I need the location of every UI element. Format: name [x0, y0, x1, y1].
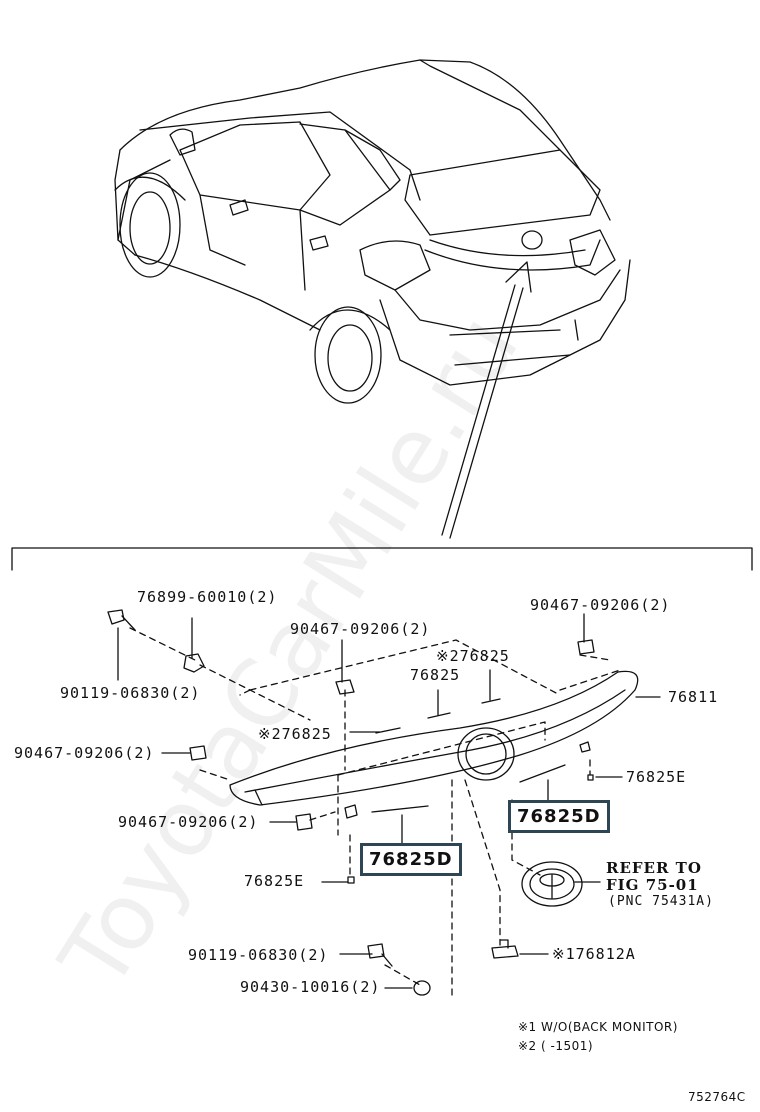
- nut-90467-left: [189, 745, 207, 761]
- tapes-76825: [371, 698, 566, 813]
- label-90119-06830-top: 90119-06830(2): [60, 684, 201, 702]
- label-90430-10016: 90430-10016(2): [240, 978, 381, 996]
- nut-90467-right: [577, 639, 595, 655]
- pointer-arrow: [441, 261, 532, 539]
- detail-frame: [11, 547, 753, 571]
- clip-76825E: [347, 774, 594, 884]
- label-76825-x2-top: ※276825: [436, 647, 510, 665]
- callout-lines: [117, 613, 661, 989]
- label-76825-x2-left: ※276825: [258, 725, 332, 743]
- fig-reference: FIG 75-01: [606, 876, 699, 894]
- nut-90467-low: [295, 813, 313, 831]
- dashed-guides: [129, 627, 621, 1001]
- screw-90119-top: [107, 609, 136, 631]
- refer-to-text: REFER TO: [606, 859, 702, 877]
- label-76825D-right: 76825D: [508, 800, 610, 833]
- label-76899-60010: 76899-60010(2): [137, 588, 278, 606]
- clip-76899: [183, 653, 205, 673]
- footnote-2: ※2 ( -1501): [518, 1039, 594, 1053]
- label-76825E-right: 76825E: [626, 768, 687, 786]
- screw-90119-bottom: [367, 943, 393, 967]
- toyota-emblem: [521, 861, 583, 907]
- pnc-reference: (PNC 75431A): [608, 894, 714, 909]
- label-76825: 76825: [410, 666, 461, 684]
- label-90119-06830-bottom: 90119-06830(2): [188, 946, 329, 964]
- label-76812A: ※176812A: [552, 945, 636, 963]
- car-illustration: [114, 59, 631, 404]
- bracket-76812A: [491, 939, 519, 959]
- footnote-1: ※1 W/O(BACK MONITOR): [518, 1020, 678, 1034]
- label-90467-09206-low: 90467-09206(2): [118, 813, 259, 831]
- washer-90430: [413, 980, 431, 996]
- nut-90467-mid: [335, 679, 355, 695]
- diagram-code: 752764C: [688, 1090, 746, 1104]
- label-76811: 76811: [668, 688, 719, 706]
- label-76825E-left: 76825E: [244, 872, 305, 890]
- label-76825D-left: 76825D: [360, 843, 462, 876]
- label-90467-09206-mid: 90467-09206(2): [290, 620, 431, 638]
- garnish-part: [229, 670, 639, 819]
- label-90467-09206-top-right: 90467-09206(2): [530, 596, 671, 614]
- label-90467-09206-left: 90467-09206(2): [14, 744, 155, 762]
